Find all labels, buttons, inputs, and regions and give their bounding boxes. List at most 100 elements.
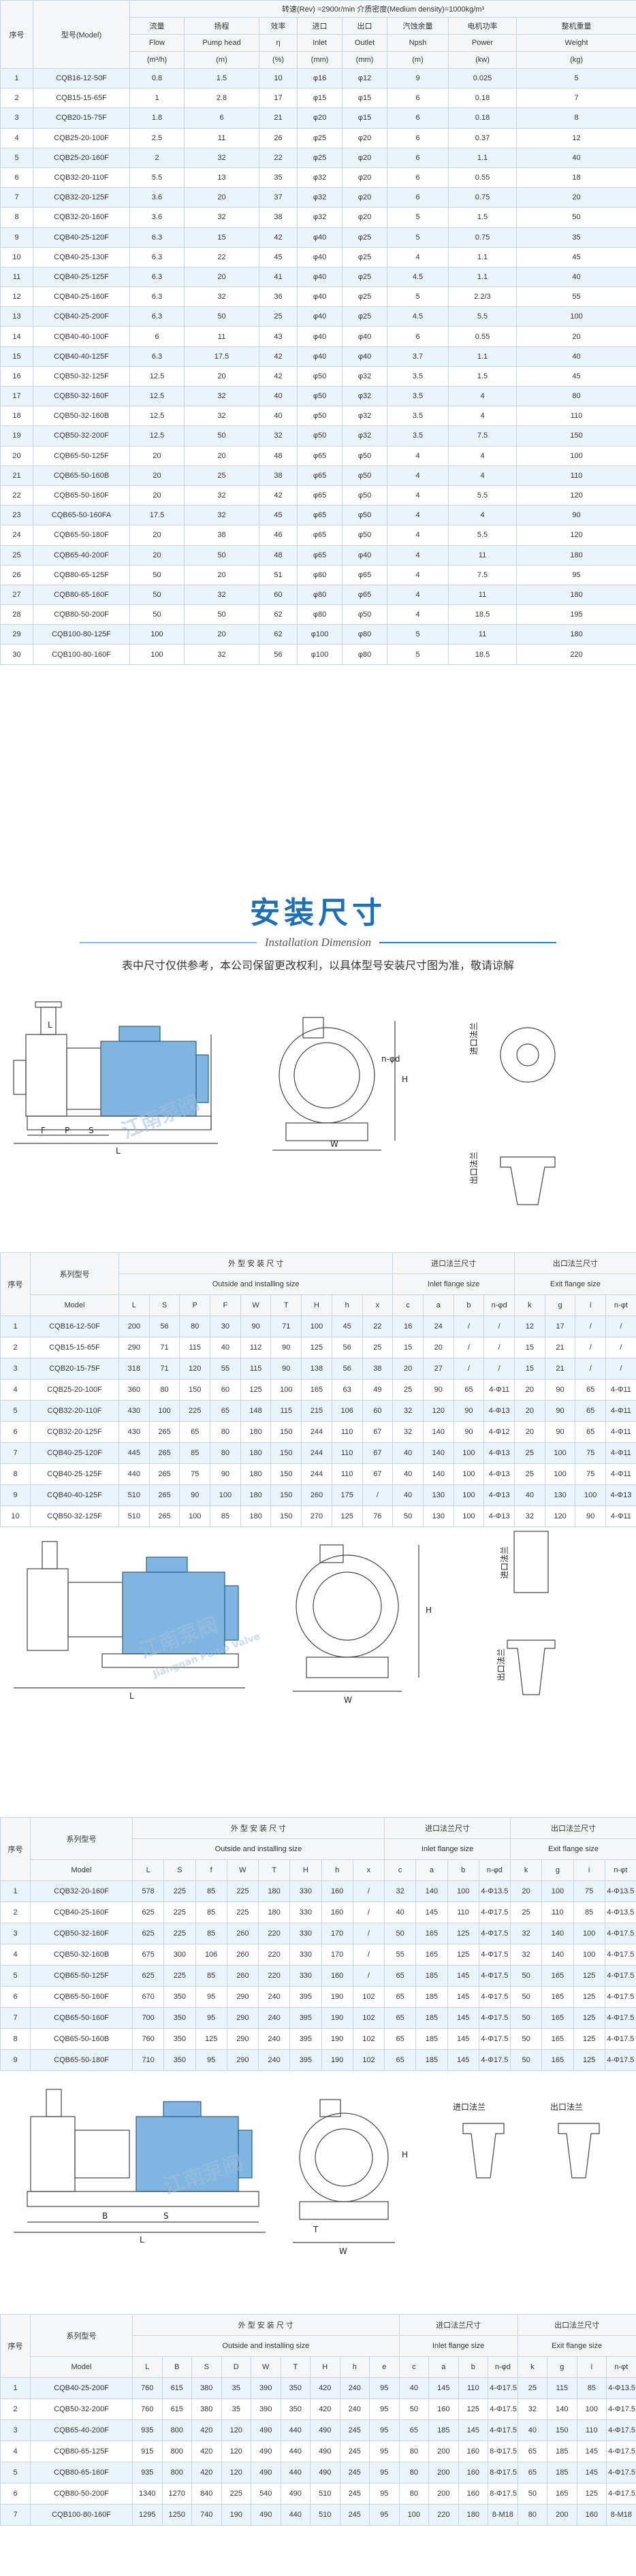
table-cell: 200 bbox=[428, 2441, 459, 2462]
table-cell: 200 bbox=[547, 2504, 577, 2526]
table-cell: 615 bbox=[161, 2377, 192, 2399]
table-cell: CQB80-50-200F bbox=[33, 604, 130, 625]
table-cell: 90 bbox=[544, 1421, 576, 1443]
table-cell: φ32 bbox=[342, 385, 387, 407]
table-cell: 265 bbox=[148, 1442, 180, 1464]
table-cell: 170 bbox=[321, 1923, 353, 1944]
table-cell: 490 bbox=[310, 2462, 340, 2483]
table-cell: 110 bbox=[331, 1463, 363, 1485]
table-cell: 65 bbox=[384, 2049, 417, 2071]
table-cell: 700 bbox=[131, 2007, 165, 2029]
install-table-2-section: 序号 系列型号 外 型 安 装 尺 寸 进口法兰尺寸 出口法兰尺寸 Outsid… bbox=[0, 1817, 636, 2071]
table-cell: 65 bbox=[517, 2462, 548, 2483]
table-cell: 165 bbox=[541, 1965, 574, 1987]
table-cell: CQB80-65-125F bbox=[33, 564, 130, 585]
table-cell: φ50 bbox=[297, 385, 343, 407]
table-cell: 23 bbox=[0, 505, 33, 526]
perf-header-cell: (m) bbox=[184, 51, 259, 69]
t3-col-header: T bbox=[280, 2356, 311, 2378]
table-cell: 350 bbox=[280, 2398, 311, 2420]
drawing-3-svg: L S B W T H 进口法兰 出口法兰 江南泵阀 bbox=[14, 2089, 600, 2256]
table-cell: 13 bbox=[0, 306, 33, 327]
table-cell: 9 bbox=[0, 2049, 31, 2071]
table-cell: 75 bbox=[573, 1880, 605, 1902]
table-cell: / bbox=[352, 1944, 385, 1966]
table-cell: 4-Φ17.5 bbox=[604, 2007, 636, 2029]
table-cell: 120 bbox=[515, 525, 636, 546]
table-cell: 140 bbox=[415, 1880, 448, 1902]
t1-col-header: i bbox=[575, 1294, 607, 1316]
t3-col-header: S bbox=[191, 2356, 222, 2378]
table-cell: 32 bbox=[392, 1421, 424, 1443]
table-cell: 4-Φ11 bbox=[605, 1400, 636, 1422]
table-cell: 125 bbox=[195, 2028, 227, 2050]
table-cell: 18.5 bbox=[448, 604, 517, 625]
table-cell: 225 bbox=[163, 1902, 196, 1923]
table-cell: 100 bbox=[544, 1463, 576, 1485]
inlet-flange-label-2: 进口法兰 bbox=[500, 1546, 509, 1579]
table-cell: 4 bbox=[448, 445, 517, 466]
table-cell: 18.5 bbox=[448, 644, 517, 665]
table-cell: 6 bbox=[387, 108, 449, 129]
table-cell: 17.5 bbox=[129, 505, 185, 526]
table-cell: φ32 bbox=[297, 167, 343, 189]
t2-col-header: H bbox=[289, 1859, 322, 1881]
table-cell: 3.5 bbox=[387, 365, 449, 387]
table-cell: φ50 bbox=[297, 365, 343, 387]
table-cell: 90 bbox=[270, 1337, 302, 1358]
table-cell: 100 bbox=[541, 1880, 574, 1902]
t3-col-header: H bbox=[310, 2356, 340, 2378]
table-cell: 4-Φ17.5 bbox=[478, 2007, 511, 2029]
table-cell: 40 bbox=[384, 1902, 417, 1923]
table-cell: 185 bbox=[547, 2462, 577, 2483]
t1-exit-cn: 出口法兰尺寸 bbox=[514, 1252, 636, 1274]
table-cell: CQB40-25-200F bbox=[33, 306, 130, 327]
table-cell: 95 bbox=[369, 2483, 400, 2505]
table-cell: φ32 bbox=[297, 187, 343, 208]
table-cell: 3.5 bbox=[387, 385, 449, 407]
table-cell: 65 bbox=[384, 2028, 417, 2050]
table-cell: CQB32-20-110F bbox=[30, 1400, 119, 1422]
table-cell: 38 bbox=[259, 465, 298, 486]
table-cell: 0.75 bbox=[448, 187, 517, 208]
table-cell: 24 bbox=[0, 525, 33, 546]
table-cell: 110 bbox=[458, 2377, 489, 2399]
t1-series: 系列型号 bbox=[30, 1252, 119, 1295]
table-cell: CQB40-25-200F bbox=[30, 2377, 133, 2399]
table-cell: φ15 bbox=[297, 88, 343, 109]
table-cell: 190 bbox=[221, 2504, 251, 2526]
table-cell: 32 bbox=[510, 1923, 543, 1944]
table-cell: 40 bbox=[515, 147, 636, 168]
table-cell: 90 bbox=[240, 1316, 272, 1337]
table-cell: 45 bbox=[331, 1316, 363, 1337]
table-cell: CQB50-32-160B bbox=[33, 406, 130, 427]
front-base-2 bbox=[306, 1657, 389, 1678]
table-cell: 16 bbox=[0, 365, 33, 387]
perf-header-cell: 流量 bbox=[129, 17, 185, 35]
table-cell: 4-Φ17.5 bbox=[478, 1986, 511, 2008]
table-cell: 4-Φ17.5 bbox=[604, 1965, 636, 1987]
table-cell: 5.5 bbox=[448, 525, 517, 546]
table-cell: 125 bbox=[458, 2398, 489, 2420]
table-cell: 225 bbox=[226, 1902, 259, 1923]
table-cell: 160 bbox=[458, 2462, 489, 2483]
table-cell: 225 bbox=[163, 1965, 196, 1987]
table-cell: CQB25-20-160F bbox=[33, 147, 130, 168]
t2-col-header: L bbox=[131, 1859, 165, 1881]
perf-header-cell: (m³/h) bbox=[129, 51, 185, 69]
t2-exit-en: Exit flange size bbox=[510, 1838, 636, 1860]
table-cell: 48 bbox=[259, 445, 298, 466]
table-cell: 4-Φ13 bbox=[483, 1463, 515, 1485]
table-cell: 90 bbox=[453, 1421, 485, 1443]
table-cell: 0.18 bbox=[448, 88, 517, 109]
table-cell: 240 bbox=[339, 2398, 370, 2420]
table-cell: CQB50-32-160F bbox=[30, 1923, 133, 1944]
table-cell: 800 bbox=[161, 2441, 192, 2462]
